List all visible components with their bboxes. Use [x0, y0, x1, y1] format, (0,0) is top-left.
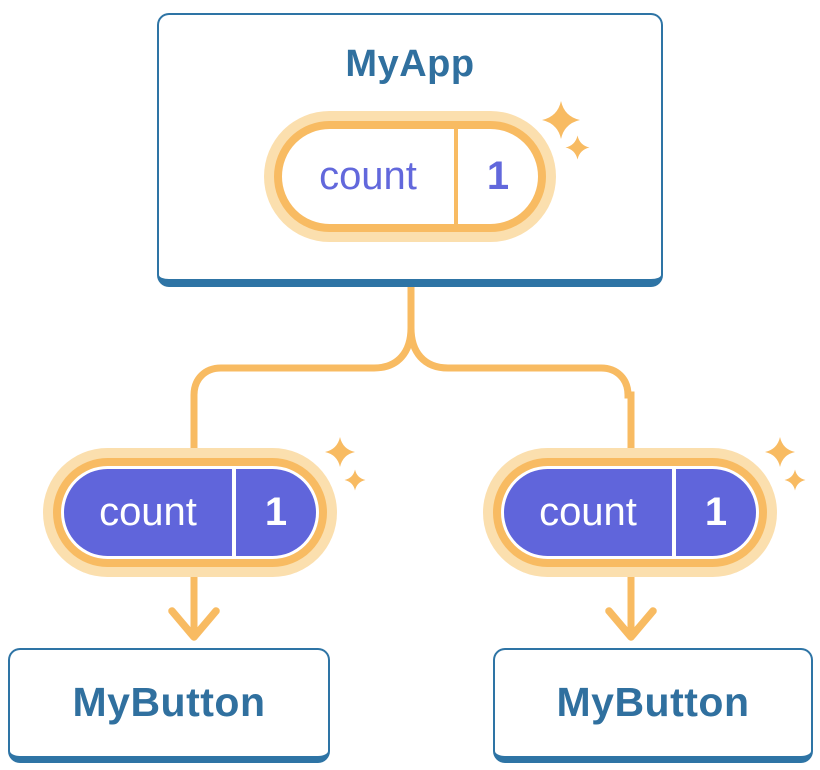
child-state-value-right: 1	[704, 490, 728, 534]
arrow-head-left	[168, 607, 220, 641]
child-component-title-right: MyButton	[556, 679, 750, 726]
pill-divider	[672, 469, 676, 556]
child-state-pill-left: count 1	[43, 448, 337, 577]
root-state-name: count	[319, 153, 417, 198]
fork-branch-right	[407, 280, 635, 462]
child-state-name-right: count	[539, 490, 637, 534]
sparkle-icon	[344, 469, 366, 491]
sparkle-icon	[325, 437, 355, 467]
pill-divider	[454, 128, 458, 224]
child-state-name-left: count	[99, 490, 197, 534]
root-state-pill: count 1	[264, 110, 556, 242]
arrow-head-right	[605, 607, 657, 641]
root-component-card: MyApp count 1	[157, 13, 663, 287]
child-component-card-left: MyButton	[8, 648, 330, 763]
fork-branch-left	[190, 280, 415, 462]
child-component-title-left: MyButton	[72, 679, 266, 726]
child-state-pill-right: count 1	[483, 448, 777, 577]
sparkle-icon	[784, 469, 806, 491]
root-state-value: 1	[486, 153, 510, 198]
sparkle-icon	[765, 437, 795, 467]
pill-divider	[232, 469, 236, 556]
child-state-value-left: 1	[264, 490, 288, 534]
child-component-card-right: MyButton	[493, 648, 813, 763]
root-component-title: MyApp	[345, 43, 475, 85]
